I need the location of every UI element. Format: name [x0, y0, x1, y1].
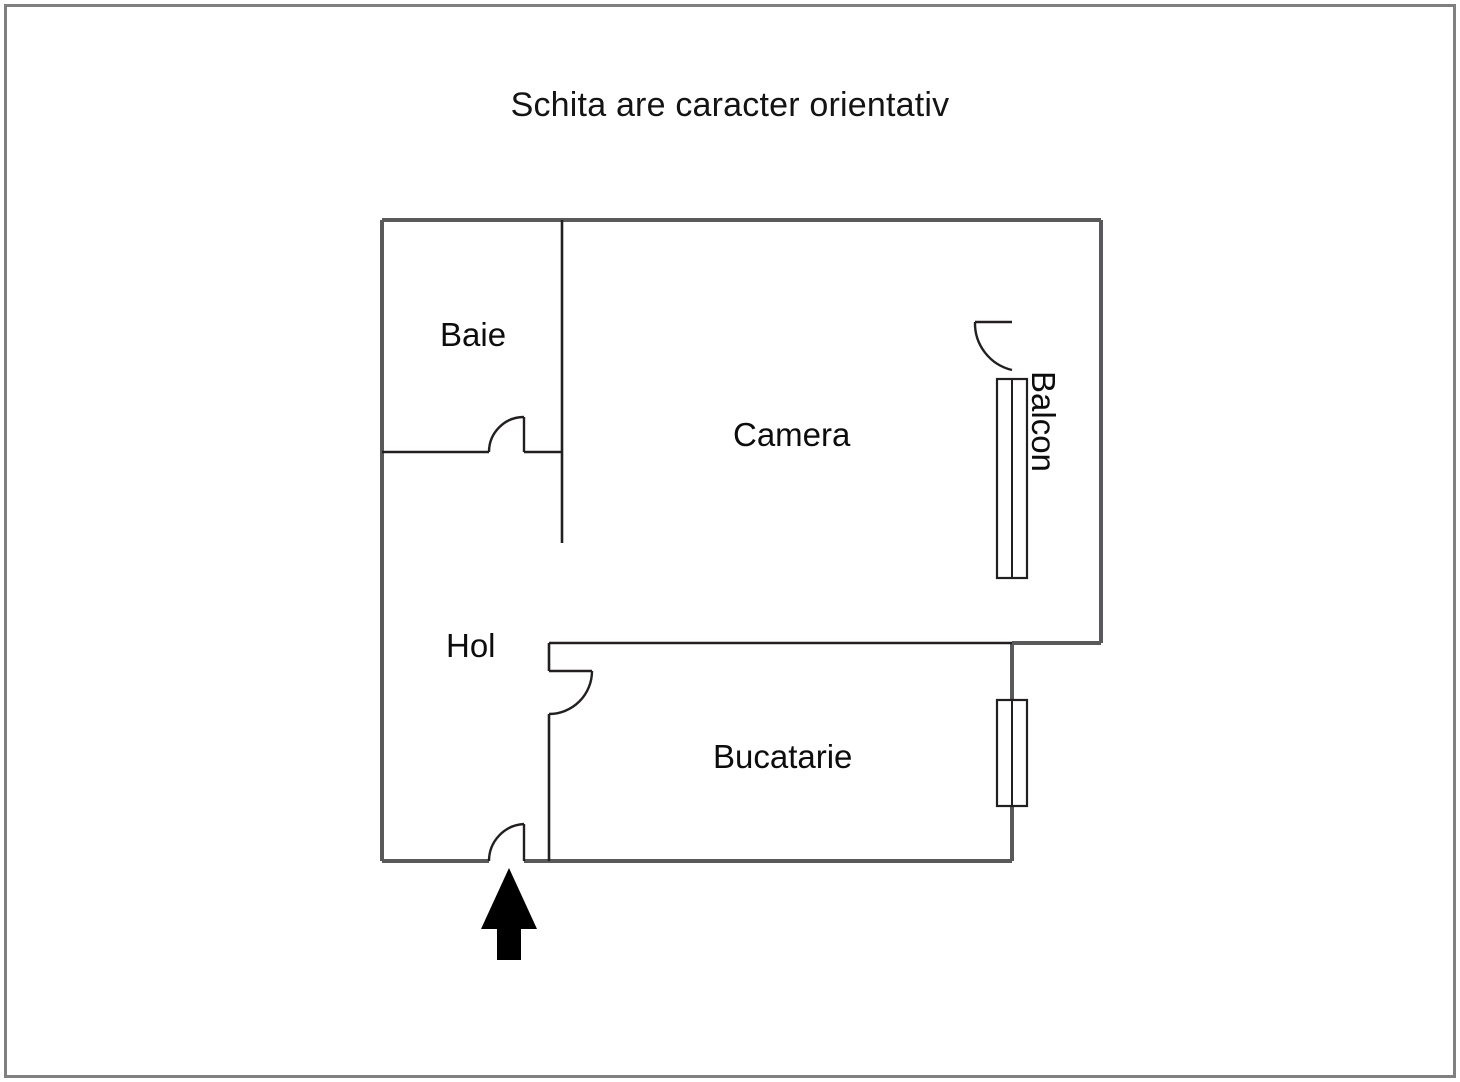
page-title: Schita are caracter orientativ — [510, 86, 950, 124]
door-intrare-arc — [487, 822, 525, 862]
room-label-bucatarie: Bucatarie — [713, 738, 853, 775]
room-label-balcon: Balcon — [1025, 371, 1062, 472]
door-baie-arc — [487, 415, 525, 453]
door-baie — [487, 415, 526, 453]
outer-walls — [380, 218, 1103, 863]
room-label-camera: Camera — [733, 416, 851, 453]
window-bucatarie — [995, 698, 1029, 808]
door-balcon — [973, 320, 1013, 372]
interior-walls — [382, 220, 1012, 861]
door-bucatarie — [548, 669, 594, 716]
door-balcon-arc — [973, 321, 1013, 372]
entrance-direction-arrow — [481, 868, 537, 960]
door-bucatarie-arc — [548, 670, 594, 716]
door-intrare — [487, 822, 526, 862]
window-balcon — [995, 377, 1029, 580]
room-label-hol: Hol — [446, 627, 496, 664]
entrance-arrow-shape — [481, 868, 537, 960]
room-label-baie: Baie — [440, 316, 507, 353]
